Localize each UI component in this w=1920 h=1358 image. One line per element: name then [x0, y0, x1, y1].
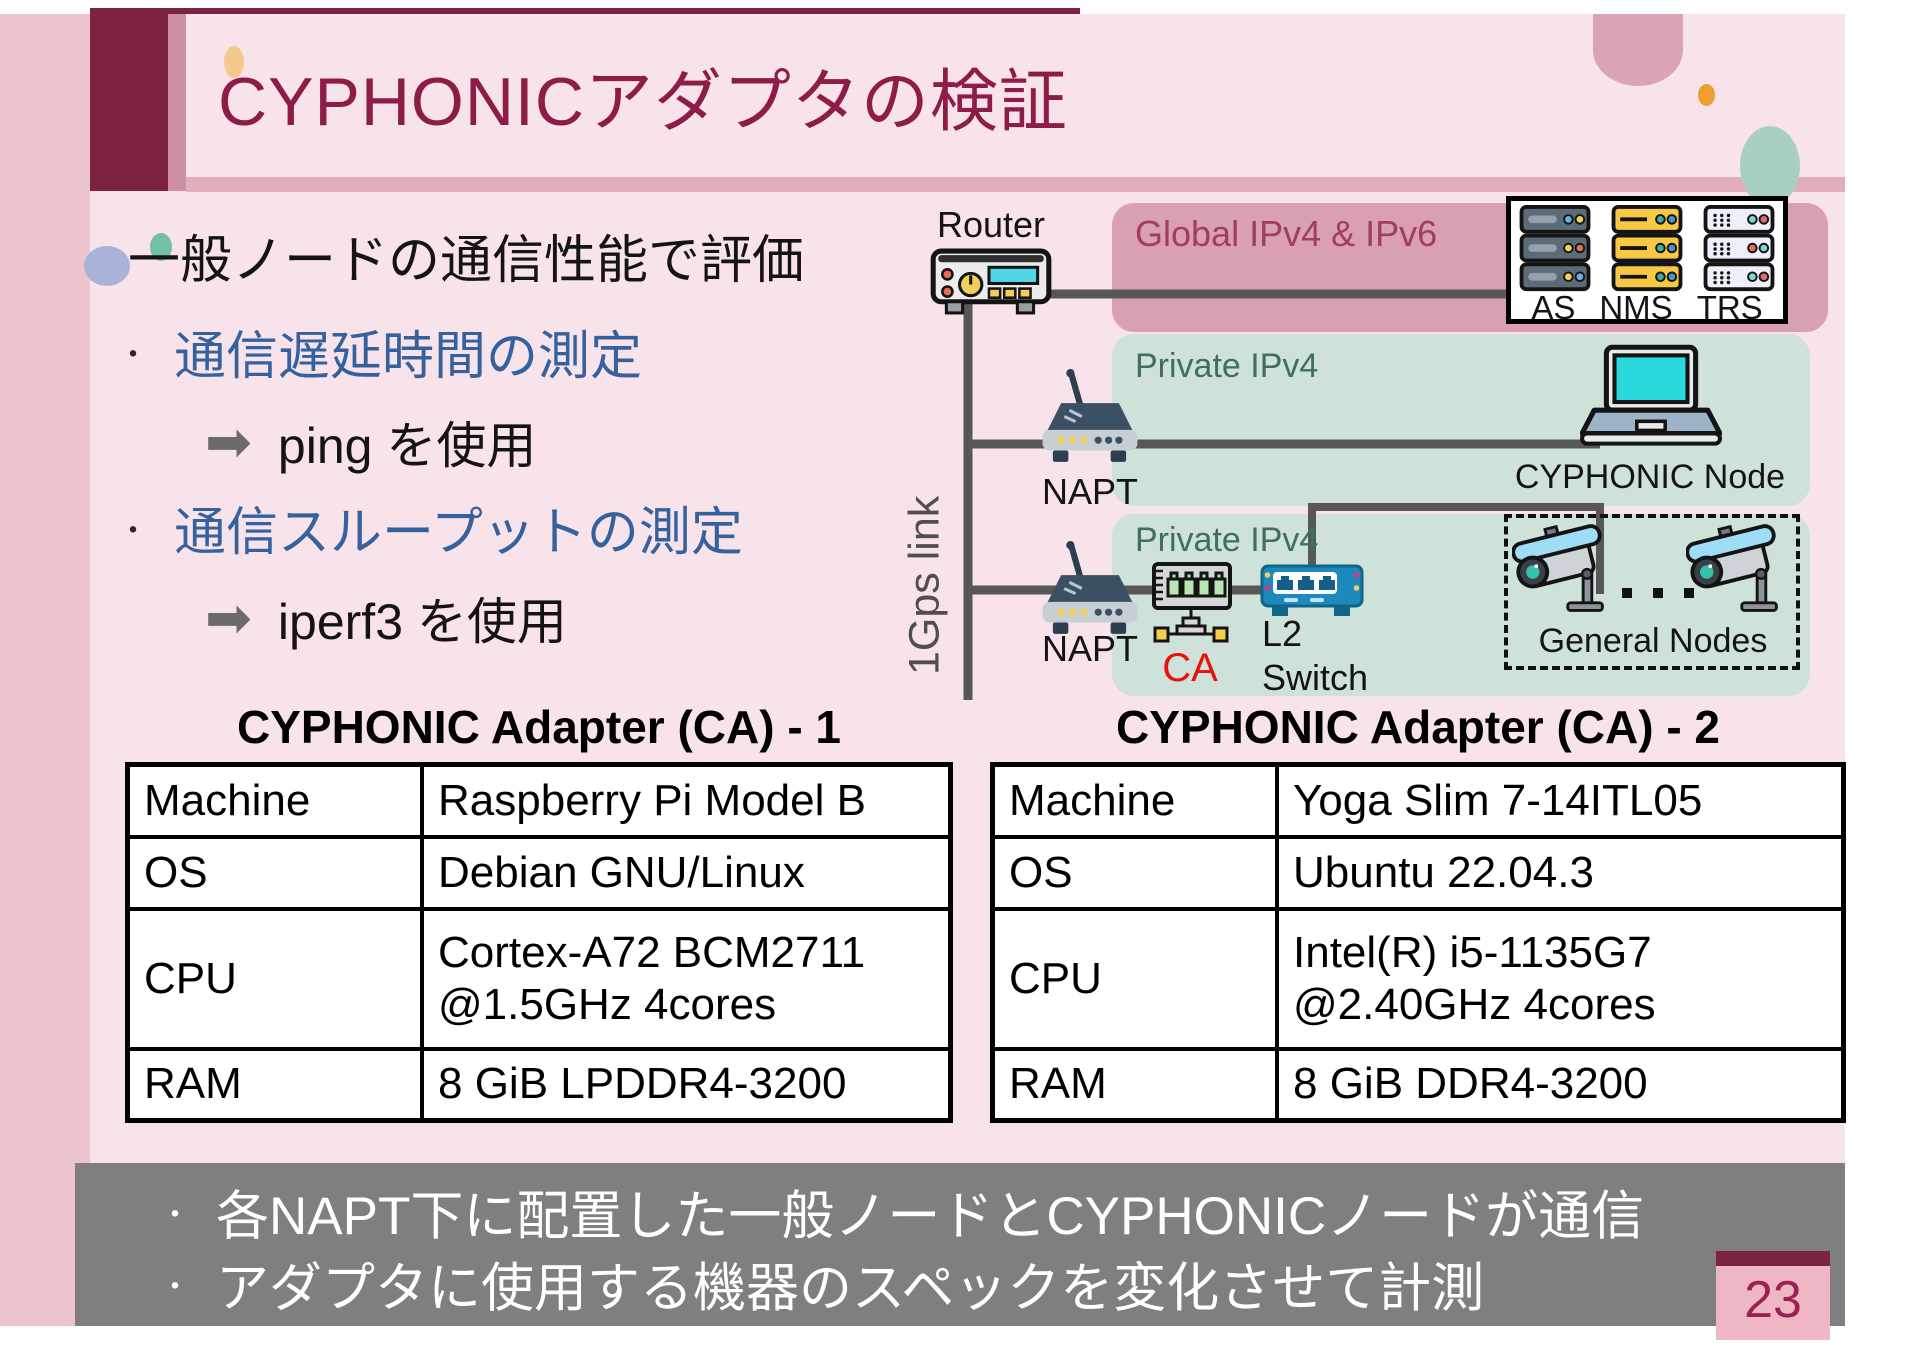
camera-icon — [1686, 524, 1778, 612]
table-row: RAM 8 GiB DDR4-3200 — [990, 1046, 1846, 1123]
decoration-orange-dot-title — [224, 46, 244, 78]
table-cell-key: OS — [125, 834, 424, 911]
bullet-sub-label: ping を使用 — [277, 418, 537, 474]
l2-switch-label-line2: Switch — [1262, 657, 1369, 698]
server-label-nms: NMS — [1599, 289, 1673, 326]
router-label: Router — [936, 204, 1046, 245]
title-divider-bar — [186, 177, 1845, 192]
table-cell-value: 8 GiB LPDDR4-3200 — [420, 1046, 953, 1123]
table-row: OS Debian GNU/Linux — [125, 834, 953, 911]
bullet-sub-label: iperf3 を使用 — [277, 594, 567, 650]
private-zone-2-label: Private IPv4 — [1135, 521, 1319, 559]
footer-line-2: ・ アダプタに使用する機器のスペックを変化させて計測 — [160, 1246, 1484, 1322]
router-icon — [930, 248, 1052, 315]
table-cell-key: RAM — [990, 1046, 1279, 1123]
laptop-icon — [1580, 344, 1722, 446]
decoration-teal-ellipse — [1740, 126, 1800, 206]
server-label-trs: TRS — [1696, 289, 1763, 326]
as-server-icon — [1519, 205, 1591, 292]
page-number: 23 — [1744, 1271, 1802, 1329]
server-label-as: AS — [1531, 289, 1576, 326]
table-cell-value: Raspberry Pi Model B — [420, 762, 953, 839]
title-accent-block — [90, 14, 168, 191]
footer-marker: ・ — [160, 1271, 190, 1304]
napt-router-icon — [1042, 541, 1138, 634]
napt-1-label: NAPT — [1041, 471, 1138, 512]
spec-table-2: Machine Yoga Slim 7-14ITL05 OS Ubuntu 22… — [990, 762, 1846, 1123]
table-cell-value: Intel(R) i5-1135G7 @2.40GHz 4cores — [1275, 906, 1846, 1051]
l2-switch-icon — [1260, 564, 1364, 616]
decoration-orange-dot — [1698, 84, 1715, 106]
ca-label: CA — [1162, 646, 1218, 690]
table-row: Machine Yoga Slim 7-14ITL05 — [990, 762, 1846, 839]
spec-table-1: Machine Raspberry Pi Model B OS Debian G… — [125, 762, 953, 1123]
table-cell-value: Yoga Slim 7-14ITL05 — [1275, 762, 1846, 839]
table-cell-value: Cortex-A72 BCM2711 @1.5GHz 4cores — [420, 906, 953, 1051]
table-cell-key: Machine — [125, 762, 424, 839]
table-row: Machine Raspberry Pi Model B — [125, 762, 953, 839]
trs-server-icon — [1703, 205, 1775, 292]
bullet-item-label: 通信スループットの測定 — [174, 504, 743, 562]
table-cell-key: Machine — [990, 762, 1279, 839]
servers-box: AS NMS TRS — [1506, 196, 1788, 326]
arrow-icon: ➡ — [205, 410, 252, 473]
bullet-sub-2: ➡ iperf3 を使用 — [205, 582, 567, 654]
ellipsis-dots — [1653, 588, 1663, 598]
table-row: RAM 8 GiB LPDDR4-3200 — [125, 1046, 953, 1123]
table-cell-key: RAM — [125, 1046, 424, 1123]
decoration-pink-blob — [1593, 14, 1683, 86]
decoration-teal-dot-small — [150, 233, 172, 261]
footer-marker: ・ — [160, 1199, 190, 1232]
bullet-item-1: ・ 通信遅延時間の測定 — [118, 314, 642, 389]
napt-2-label: NAPT — [1041, 628, 1138, 669]
table-cell-key: CPU — [125, 906, 424, 1051]
table-cell-key: CPU — [990, 906, 1279, 1051]
ellipsis-dots — [1684, 588, 1694, 598]
footer-text: 各NAPT下に配置した一般ノードとCYPHONICノードが通信 — [216, 1187, 1645, 1246]
table-cell-value: Ubuntu 22.04.3 — [1275, 834, 1846, 911]
bullet-sub-1: ➡ ping を使用 — [205, 406, 536, 478]
l2-switch-label: L2 Switch — [1262, 612, 1368, 700]
arrow-icon: ➡ — [205, 586, 252, 649]
camera-icon — [1512, 524, 1604, 612]
general-nodes-box — [1504, 514, 1800, 670]
bullet-item-2: ・ 通信スループットの測定 — [118, 490, 743, 565]
general-nodes-label: General Nodes — [1538, 622, 1768, 660]
table-cell-key: OS — [990, 834, 1279, 911]
bullet-marker: ・ — [118, 514, 148, 548]
link-speed-label: 1Gps link — [900, 495, 949, 675]
table-2-title: CYPHONIC Adapter (CA) - 2 — [1116, 701, 1720, 753]
table-cell-value: 8 GiB DDR4-3200 — [1275, 1046, 1846, 1123]
bullet-heading: 一般ノードの通信性能で評価 — [128, 232, 805, 290]
global-zone-label: Global IPv4 & IPv6 — [1135, 213, 1438, 254]
table-row: CPU Cortex-A72 BCM2711 @1.5GHz 4cores — [125, 906, 953, 1051]
decoration-lavender-dot — [84, 246, 130, 286]
table-cell-value: Debian GNU/Linux — [420, 834, 953, 911]
footer-line-1: ・ 各NAPT下に配置した一般ノードとCYPHONICノードが通信 — [160, 1174, 1644, 1250]
top-accent-line — [90, 8, 1080, 14]
table-row: OS Ubuntu 22.04.3 — [990, 834, 1846, 911]
page-number-box: 23 — [1716, 1251, 1830, 1340]
table-1-title: CYPHONIC Adapter (CA) - 1 — [237, 701, 841, 753]
footer-text: アダプタに使用する機器のスペックを変化させて計測 — [216, 1259, 1485, 1318]
title-accent-strip — [168, 14, 186, 191]
footer-bar — [75, 1163, 1845, 1326]
l2-switch-label-line1: L2 — [1262, 613, 1303, 654]
napt-router-icon — [1042, 369, 1138, 462]
nms-server-icon — [1611, 205, 1683, 292]
ca-adapter-icon — [1152, 562, 1232, 643]
bullet-item-label: 通信遅延時間の測定 — [174, 328, 643, 386]
page-number-accent-bar — [1716, 1251, 1830, 1266]
bullet-marker: ・ — [118, 338, 148, 372]
table-row: CPU Intel(R) i5-1135G7 @2.40GHz 4cores — [990, 906, 1846, 1051]
private-zone-1-label: Private IPv4 — [1135, 347, 1319, 385]
ellipsis-dots — [1622, 588, 1632, 598]
cyphonic-node-label: CYPHONIC Node — [1514, 458, 1786, 496]
page-title: CYPHONICアダプタの検証 — [218, 64, 1068, 140]
